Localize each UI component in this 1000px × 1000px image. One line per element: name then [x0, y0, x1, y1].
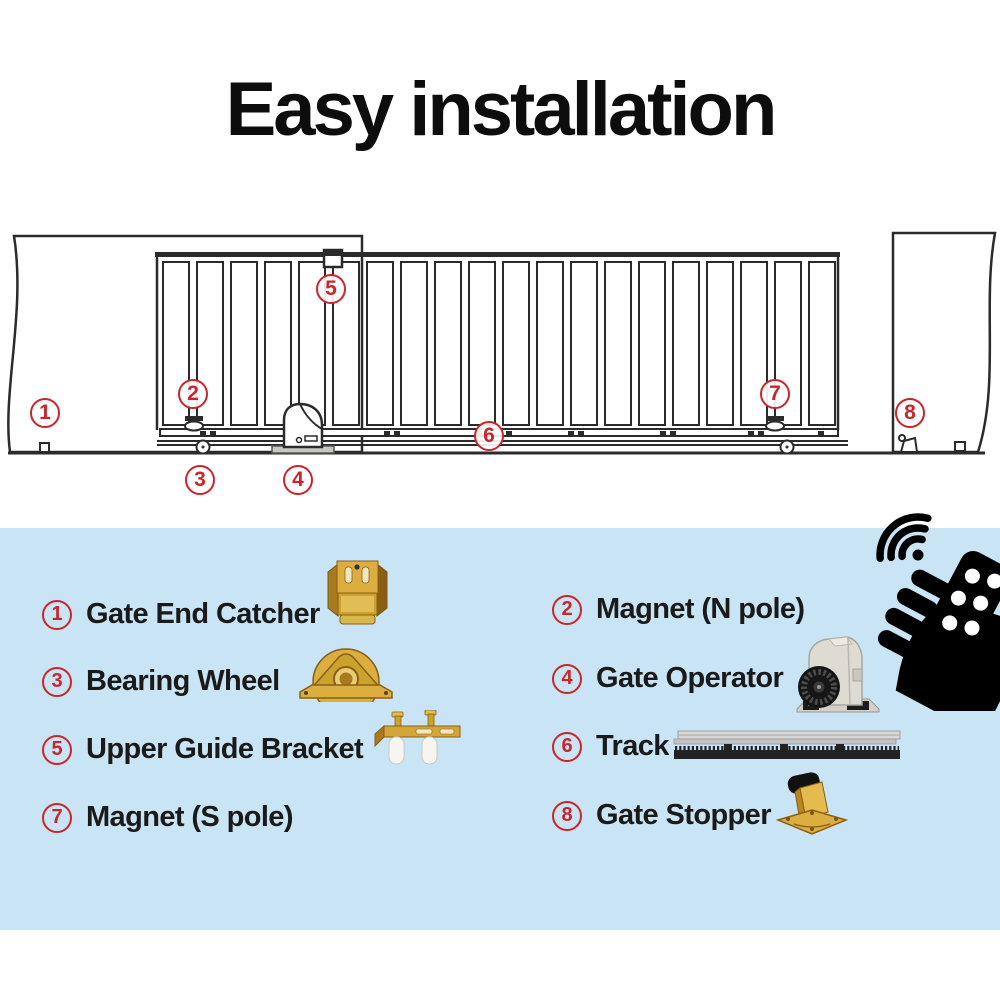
legend-item-bearing-wheel: 3 Bearing Wheel — [42, 665, 280, 698]
callout-3: 3 — [185, 465, 215, 495]
right-wall — [891, 231, 997, 454]
legend-label-2: Magnet (N pole) — [596, 593, 805, 625]
gate-operator-sketch — [271, 402, 335, 454]
legend-label-7: Magnet (S pole) — [86, 801, 293, 833]
callout-6: 6 — [474, 421, 504, 451]
legend-number-1: 1 — [42, 599, 72, 630]
page-title: Easy installation — [225, 67, 778, 152]
wifi-dot — [912, 549, 924, 561]
wifi-signal-icon — [876, 513, 932, 563]
callout-7: 7 — [760, 379, 790, 409]
legend-item-gate-operator: 4 Gate Operator — [552, 662, 784, 695]
legend-label-4: Gate Operator — [596, 662, 784, 694]
bearing-wheel-image — [296, 640, 396, 716]
legend-panel — [0, 528, 1000, 930]
legend-number-7: 7 — [42, 802, 72, 833]
remote-control-graphic — [858, 496, 1000, 736]
callout-8: 8 — [895, 398, 925, 428]
legend-number-8: 8 — [552, 800, 582, 831]
magnet-n-sketch — [184, 416, 204, 432]
legend-item-track: 6 Track — [552, 730, 669, 763]
upper-guide-bracket-sketch — [322, 248, 344, 269]
gate — [155, 248, 848, 455]
legend-number-4: 4 — [552, 663, 582, 694]
legend-label-5: Upper Guide Bracket — [86, 733, 364, 765]
upper-guide-bracket-image — [372, 709, 462, 775]
callout-5: 5 — [316, 274, 346, 304]
legend-item-magnet-s-pole: 7 Magnet (S pole) — [42, 801, 293, 834]
legend-item-gate-end-catcher: 1 Gate End Catcher — [42, 598, 320, 631]
legend-number-2: 2 — [552, 594, 582, 625]
legend-item-upper-guide-bracket: 5 Upper Guide Bracket — [42, 733, 364, 766]
magnet-s-sketch — [765, 416, 785, 432]
track-image — [672, 730, 904, 771]
legend-number-6: 6 — [552, 731, 582, 762]
legend-number-3: 3 — [42, 666, 72, 697]
legend-item-gate-stopper: 8 Gate Stopper — [552, 799, 771, 832]
gate-end-catcher-image — [325, 558, 390, 633]
legend-label-6: Track — [596, 730, 669, 762]
callout-2: 2 — [178, 379, 208, 409]
remote-control-icon — [878, 551, 1000, 736]
gate-operator-image — [789, 625, 884, 718]
legend-label-8: Gate Stopper — [596, 799, 771, 831]
callout-1: 1 — [30, 398, 60, 428]
legend-number-5: 5 — [42, 734, 72, 765]
legend-label-3: Bearing Wheel — [86, 665, 280, 697]
gate-stopper-image — [772, 772, 852, 849]
callout-4: 4 — [283, 465, 313, 495]
legend-item-magnet-n-pole: 2 Magnet (N pole) — [552, 593, 805, 626]
legend-label-1: Gate End Catcher — [86, 598, 320, 630]
